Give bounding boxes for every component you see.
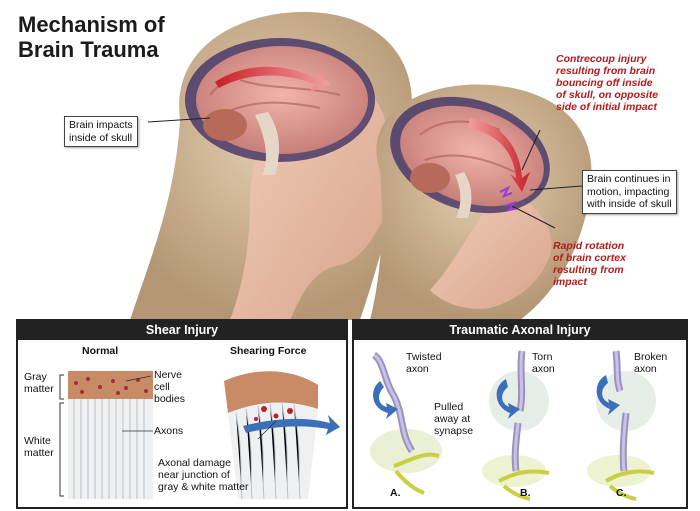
label-broken-axon: Broken axon: [634, 351, 668, 375]
label-nerve-cell-bodies: Nerve cell bodies: [154, 369, 185, 405]
cerebellum-head-2: [410, 163, 450, 193]
note-contrecoup: Contrecoup injury resulting from brain b…: [556, 53, 659, 113]
label-pulled-away: Pulled away at synapse: [434, 401, 474, 437]
impact-arrow-1: [215, 66, 331, 92]
sheared-gray-matter: [224, 371, 318, 413]
callout-brain-impacts: Brain impacts inside of skull: [64, 116, 138, 147]
axonal-diagram: [370, 350, 656, 501]
twist-arrow-a: [373, 381, 398, 419]
rotation-marks: [499, 185, 519, 212]
label-axonal-damage: Axonal damage near junction of gray & wh…: [158, 457, 249, 493]
label-a: A.: [390, 487, 401, 499]
label-b: B.: [520, 487, 531, 499]
page-title: Mechanism of Brain Trauma: [18, 12, 165, 62]
label-white-matter: White matter: [24, 435, 54, 459]
axonal-injury-panel: Traumatic Axonal Injury Twisted ax: [352, 319, 688, 509]
label-axons: Axons: [154, 425, 184, 437]
twist-arrow-b: [496, 379, 520, 419]
face-head-2: [430, 190, 552, 309]
normal-gray-matter: [68, 371, 153, 399]
label-gray-matter: Gray matter: [24, 371, 54, 395]
callout-brain-continues: Brain continues in motion, impacting wit…: [582, 170, 677, 214]
label-shearing-force: Shearing Force: [230, 345, 307, 357]
normal-white-matter: [68, 399, 153, 499]
axonal-panel-header: Traumatic Axonal Injury: [354, 321, 686, 340]
contrecoup-arrow: [468, 118, 530, 192]
shear-force-arrow: [243, 415, 340, 435]
twist-arrow-c: [596, 375, 620, 415]
cerebellum-head-1: [203, 109, 247, 141]
shear-panel-header: Shear Injury: [18, 321, 346, 340]
shear-diagram: [59, 371, 340, 500]
head-illustration: [130, 11, 592, 320]
label-torn-axon: Torn axon: [532, 351, 555, 375]
note-rapid-rotation: Rapid rotation of brain cortex resulting…: [553, 240, 626, 288]
shear-injury-panel: Shear Injury: [16, 319, 348, 509]
label-normal: Normal: [82, 345, 119, 357]
label-c: C.: [616, 487, 627, 499]
label-twisted-axon: Twisted axon: [406, 351, 442, 375]
